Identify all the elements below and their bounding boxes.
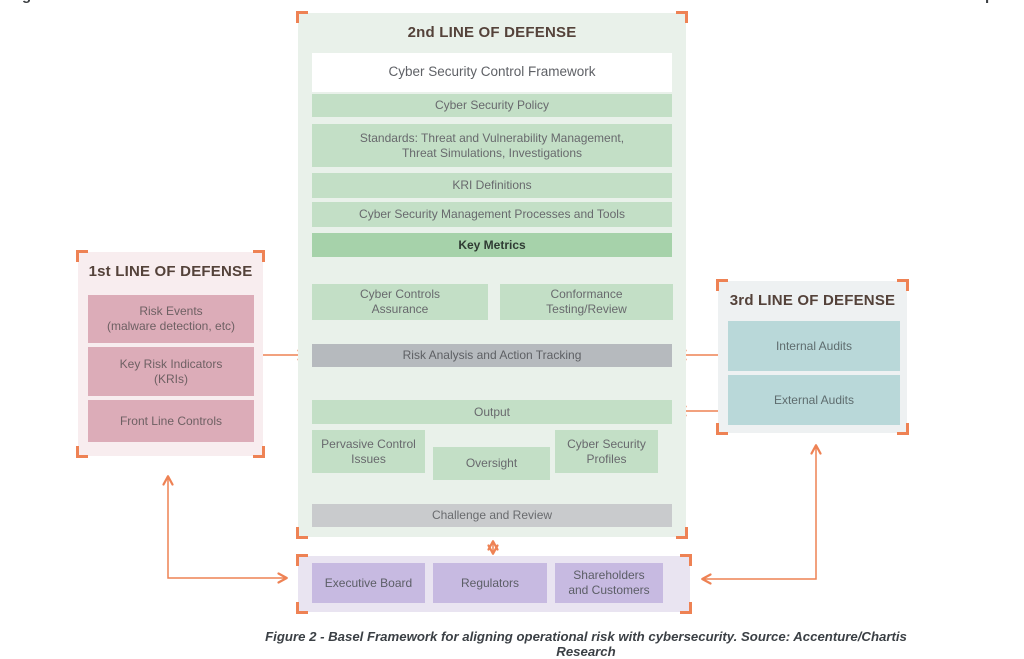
pervasive-control-issues-box: Pervasive Control Issues [312, 430, 425, 473]
crop-corner-icon [76, 250, 88, 262]
processes-box: Cyber Security Management Processes and … [312, 202, 672, 227]
output-box: Output [312, 400, 672, 424]
oversight-box: Oversight [433, 447, 550, 480]
arrow-stakeholders-to-firstline [162, 475, 288, 584]
crop-corner-icon [680, 602, 692, 614]
crop-corner-icon [296, 527, 308, 539]
third-line-panel: 3rd LINE OF DEFENSE Internal Audits Exte… [716, 279, 909, 435]
shareholders-customers-box: Shareholders and Customers [555, 563, 663, 603]
stakeholders-panel: Executive Board Regulators Shareholders … [296, 554, 692, 614]
second-line-title: 2nd LINE OF DEFENSE [407, 24, 577, 41]
second-line-panel: 2nd LINE OF DEFENSE Cyber Security Contr… [296, 11, 688, 539]
crop-corner-icon [296, 554, 308, 566]
policy-box: Cyber Security Policy [312, 94, 672, 117]
crop-corner-icon [296, 11, 308, 23]
risk-events-box: Risk Events (malware detection, etc) [88, 295, 254, 343]
crop-corner-icon [676, 527, 688, 539]
executive-board-box: Executive Board [312, 563, 425, 603]
front-line-controls-box: Front Line Controls [88, 400, 254, 442]
crop-corner-icon [680, 554, 692, 566]
crop-corner-icon [296, 602, 308, 614]
crop-corner-icon [253, 446, 265, 458]
cropped-text-fragment-left: g [22, 0, 31, 4]
cyber-security-profiles-box: Cyber Security Profiles [555, 430, 658, 473]
arrow-stakeholders-to-thirdline [701, 444, 822, 585]
crop-corner-icon [716, 279, 728, 291]
challenge-review-box: Challenge and Review [312, 504, 672, 527]
key-risk-indicators-box: Key Risk Indicators (KRIs) [88, 347, 254, 396]
regulators-box: Regulators [433, 563, 547, 603]
crop-corner-icon [897, 279, 909, 291]
crop-corner-icon [76, 446, 88, 458]
conformance-testing-box: Conformance Testing/Review [500, 284, 673, 320]
key-metrics-box: Key Metrics [312, 233, 672, 257]
kri-definitions-box: KRI Definitions [312, 173, 672, 198]
cropped-text-fragment-right: p [985, 0, 994, 4]
crop-corner-icon [716, 423, 728, 435]
external-audits-box: External Audits [728, 375, 900, 425]
figure-caption: Figure 2 - Basel Framework for aligning … [265, 629, 907, 659]
third-line-title: 3rd LINE OF DEFENSE [729, 292, 896, 309]
standards-box: Standards: Threat and Vulnerability Mana… [312, 124, 672, 167]
crop-corner-icon [253, 250, 265, 262]
risk-analysis-box: Risk Analysis and Action Tracking [312, 344, 672, 367]
control-framework-box: Cyber Security Control Framework [312, 53, 672, 92]
cyber-controls-assurance-box: Cyber Controls Assurance [312, 284, 488, 320]
first-line-title: 1st LINE OF DEFENSE [88, 263, 253, 280]
internal-audits-box: Internal Audits [728, 321, 900, 371]
first-line-panel: 1st LINE OF DEFENSE Risk Events (malware… [76, 250, 265, 458]
crop-corner-icon [676, 11, 688, 23]
